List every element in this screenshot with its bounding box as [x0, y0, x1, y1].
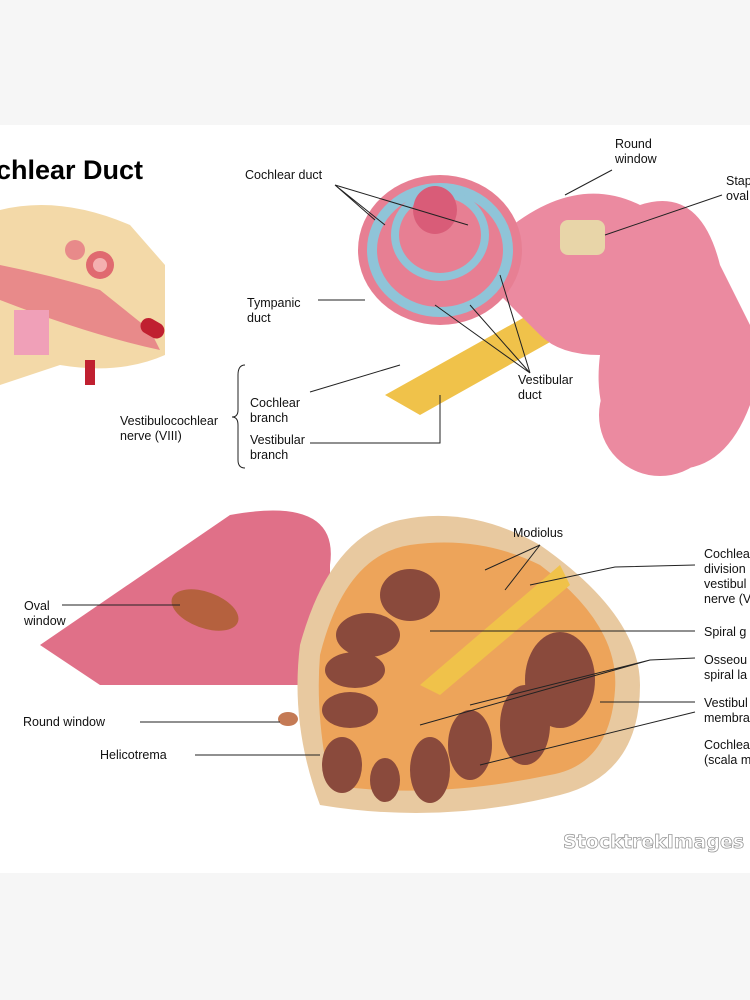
leader-lines — [62, 169, 723, 766]
label-cochlear-division: Cochlea — [704, 547, 750, 561]
label-cochlear-duct-bottom-2: (scala m — [704, 753, 750, 767]
label-tympanic-duct: Tympanic — [247, 296, 301, 310]
label-cochlear-duct: Cochlear duct — [245, 168, 323, 182]
label-oval-window: Oval — [24, 599, 50, 613]
label-vestibular-membrane-2: membra — [704, 711, 750, 725]
label-cochlear-division-3: vestibul — [704, 577, 746, 591]
label-modiolus: Modiolus — [513, 526, 563, 540]
label-cochlear-division-2: division — [704, 562, 746, 576]
label-vestibular-membrane: Vestibul — [704, 696, 748, 710]
label-stapes: Stap — [726, 174, 750, 188]
label-stapes-2: oval — [726, 189, 749, 203]
label-nerve: Vestibulocochlear — [120, 414, 218, 428]
label-vestibular-branch: Vestibular — [250, 433, 305, 447]
label-nerve-2: nerve (VIII) — [120, 429, 182, 443]
label-osseous-spiral-lamina: Osseou — [704, 653, 747, 667]
label-tympanic-duct-2: duct — [247, 311, 271, 325]
label-cochlear-branch-2: branch — [250, 411, 288, 425]
label-osseous-spiral-lamina-2: spiral la — [704, 668, 747, 682]
diagram-title: chlear Duct — [0, 155, 143, 185]
label-oval-window-2: window — [23, 614, 67, 628]
label-round-window-bottom: Round window — [23, 715, 106, 729]
cochlea-diagram: chlear Duct — [0, 137, 750, 853]
anatomy-illustration: chlear Duct — [0, 125, 750, 873]
label-vestibular-duct: Vestibular — [518, 373, 573, 387]
cochlea-illustration — [358, 175, 750, 476]
label-round-window: Round — [615, 137, 652, 151]
label-spiral-ganglion: Spiral g — [704, 625, 746, 639]
label-vestibular-branch-2: branch — [250, 448, 288, 462]
cochlea-cross-section — [40, 510, 640, 813]
watermark: StocktrekImages — [563, 831, 744, 853]
label-round-window-2: window — [614, 152, 658, 166]
label-vestibular-duct-2: duct — [518, 388, 542, 402]
label-helicotrema: Helicotrema — [100, 748, 167, 762]
label-cochlear-branch: Cochlear — [250, 396, 300, 410]
ear-inset-illustration — [0, 205, 165, 385]
label-cochlear-duct-bottom: Cochlea — [704, 738, 750, 752]
label-cochlear-division-4: nerve (V — [704, 592, 750, 606]
